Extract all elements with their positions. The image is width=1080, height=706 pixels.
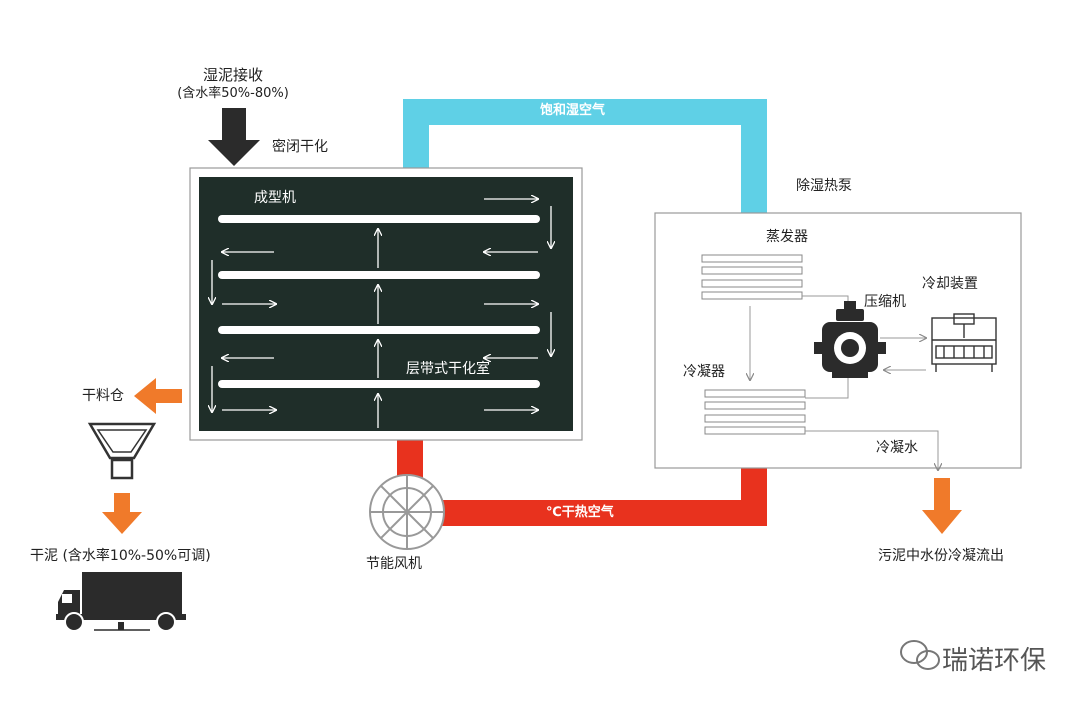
belt-2 bbox=[218, 271, 540, 279]
heat-pump-label: 除湿热泵 bbox=[796, 178, 852, 194]
condensate-out-arrow bbox=[922, 478, 962, 534]
wet-sludge-moisture-label: (含水率50%-80%) bbox=[177, 86, 289, 101]
belt-flow-arrows bbox=[212, 199, 551, 428]
belt-1 bbox=[218, 215, 540, 223]
dry-silo-arrow bbox=[134, 378, 182, 414]
condenser-label: 冷凝器 bbox=[683, 364, 725, 380]
belt-4 bbox=[218, 380, 540, 388]
saturated-air-label: 饱和湿空气 bbox=[540, 103, 606, 118]
evaporator-label: 蒸发器 bbox=[766, 229, 808, 245]
condensate-out-label: 污泥中水份冷凝流出 bbox=[878, 548, 1004, 564]
compressor-icon bbox=[814, 301, 886, 378]
hot-air-duct bbox=[440, 468, 767, 526]
condensate-label: 冷凝水 bbox=[876, 440, 918, 456]
forming-machine-label: 成型机 bbox=[254, 190, 296, 206]
cooling-device-icon bbox=[931, 313, 997, 372]
dry-sludge-arrow bbox=[102, 493, 142, 534]
dry-silo-label: 干料仓 bbox=[82, 388, 124, 404]
compressor-label: 压缩机 bbox=[864, 294, 906, 310]
cooling-device-label: 冷却装置 bbox=[922, 276, 978, 292]
dry-sludge-label: 干泥 (含水率10%-50%可调) bbox=[30, 548, 211, 564]
wet-sludge-label: 湿泥接收 bbox=[202, 66, 263, 84]
fan-icon bbox=[369, 474, 445, 550]
belt-3 bbox=[218, 326, 540, 334]
hot-dry-air-label: ℃干热空气 bbox=[546, 505, 614, 520]
sealed-drying-label: 密闭干化 bbox=[272, 139, 328, 155]
saturated-air-duct bbox=[403, 99, 767, 214]
hopper-icon bbox=[87, 422, 157, 480]
condenser-coils bbox=[704, 389, 806, 435]
belt-dryer-label: 层带式干化室 bbox=[406, 361, 490, 377]
fan-label: 节能风机 bbox=[366, 556, 422, 572]
watermark: 瑞诺环保 bbox=[942, 646, 1047, 676]
truck-icon bbox=[56, 572, 186, 632]
wechat-icon bbox=[900, 640, 940, 670]
down-arrow-icon bbox=[208, 108, 260, 166]
